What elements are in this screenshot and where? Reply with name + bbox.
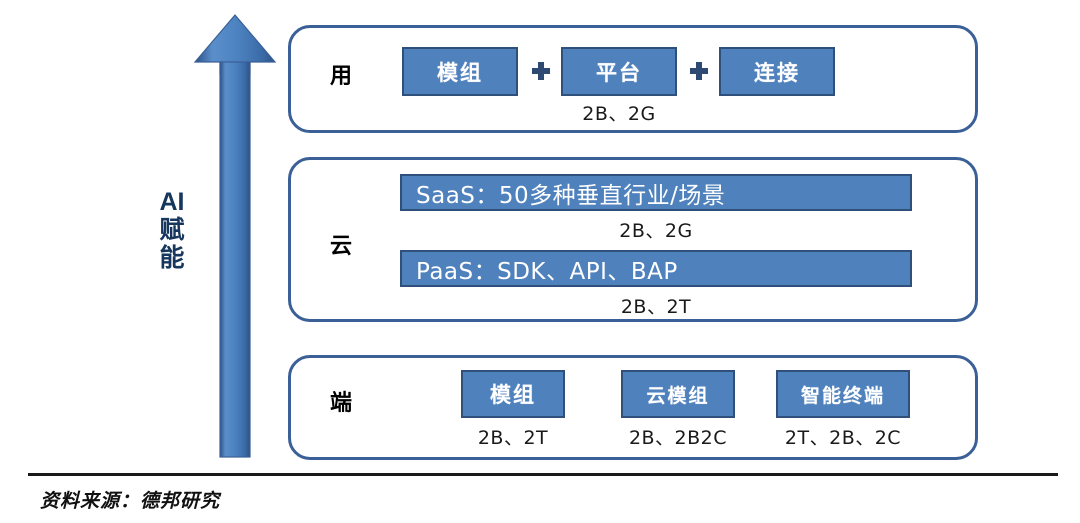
bar-saas[interactable]: SaaS：50多种垂直行业/场景: [400, 174, 912, 211]
footer-divider: [28, 473, 1058, 476]
box-module-device[interactable]: 模组: [461, 370, 565, 418]
arrow-label-line-3: 能: [159, 244, 185, 272]
caption-module-device: 2B、2T: [477, 427, 549, 449]
source-note: 资料来源：德邦研究: [40, 491, 221, 512]
caption-cloud-module: 2B、2B2C: [628, 427, 728, 449]
bar-paas[interactable]: PaaS：SDK、API、BAP: [400, 250, 912, 287]
caption-saas: 2B、2G: [619, 220, 693, 242]
up-arrow-icon: [193, 14, 277, 458]
arrow-label-line-2: 赋: [159, 216, 185, 244]
box-cloud-module[interactable]: 云模组: [621, 370, 735, 418]
caption-platform: 2B、2G: [582, 103, 656, 125]
ai-empowerment-arrow: [192, 12, 278, 460]
layer-label-cloud: 云: [329, 234, 352, 259]
box-smart-terminal[interactable]: 智能终端: [776, 370, 910, 418]
box-platform[interactable]: 平台: [561, 47, 677, 96]
plus-icon: [531, 61, 551, 81]
layer-label-application: 用: [329, 64, 352, 89]
box-module-application[interactable]: 模组: [402, 47, 518, 96]
caption-smart-terminal: 2T、2B、2C: [784, 427, 902, 449]
caption-paas: 2B、2T: [620, 296, 692, 318]
ai-empowerment-label: AI 赋 能: [148, 188, 196, 272]
arrow-label-line-1: AI: [159, 188, 185, 216]
box-connection[interactable]: 连接: [719, 47, 835, 96]
plus-icon: [689, 61, 709, 81]
layer-label-device: 端: [329, 391, 352, 416]
